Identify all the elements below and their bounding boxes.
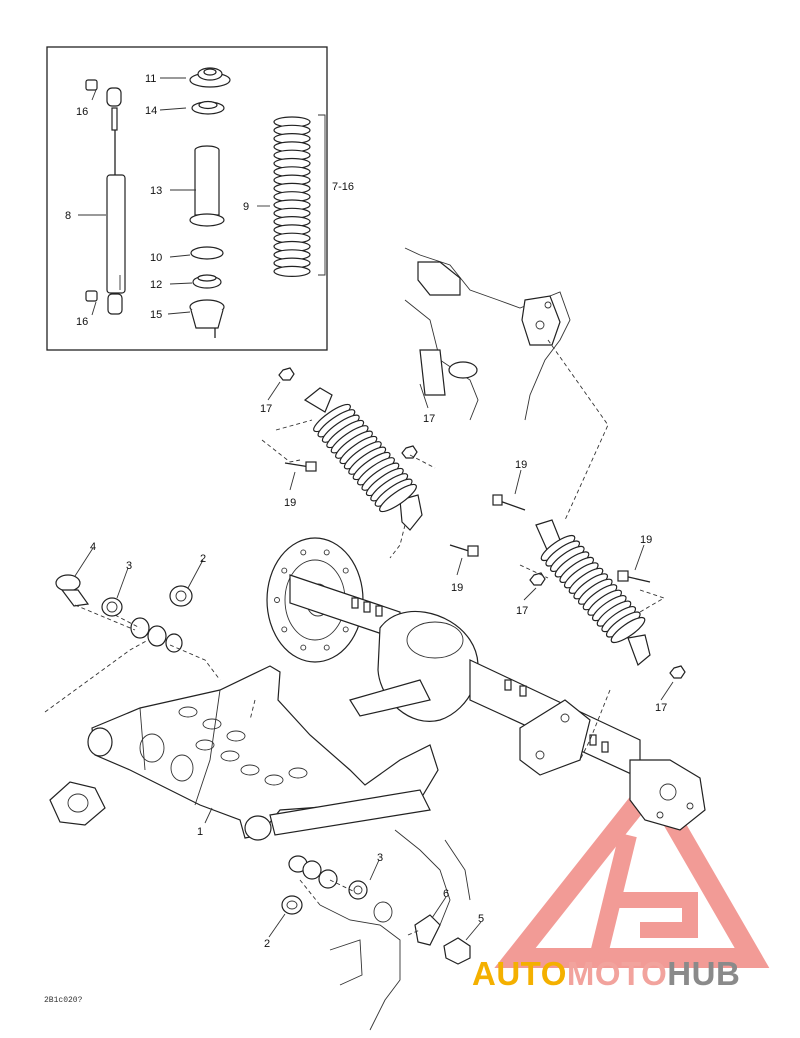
bolt-part: [617, 570, 651, 583]
callout-label: 19: [451, 582, 463, 594]
nut-part: [669, 665, 686, 679]
upper-shock-right: [535, 519, 651, 667]
bearing-stack: [130, 617, 183, 653]
callout-label: 14: [145, 105, 157, 117]
callout-label: 3: [377, 852, 383, 864]
callout-label: 2: [200, 553, 206, 565]
callout-label: 17: [423, 413, 435, 425]
callout-label: 8: [65, 210, 71, 222]
callout-label: 15: [150, 309, 162, 321]
callout-label: 11: [145, 73, 156, 85]
drive-coupler: [49, 781, 106, 826]
bearing-part: [169, 585, 193, 607]
bolt-part: [449, 544, 479, 557]
rear-axle: [289, 574, 641, 779]
watermark-part: MOTO: [566, 955, 668, 992]
callout-label: 17: [260, 403, 272, 415]
bolt-part: [492, 494, 526, 511]
bushing-part: [443, 937, 471, 965]
callout-label: 16: [76, 106, 88, 118]
spring-part: [273, 116, 311, 277]
washer-part: [190, 246, 224, 260]
callout-label: 17: [655, 702, 667, 714]
watermark-logo: [494, 767, 770, 968]
adjuster-part: [189, 299, 225, 338]
callout-label: 17: [516, 605, 528, 617]
exploded-inset: [46, 46, 328, 351]
callout-label: 5: [478, 913, 484, 925]
upper-shock-left: [303, 387, 423, 531]
callout-label: 6: [443, 888, 449, 900]
callout-label: 3: [126, 560, 132, 572]
callout-label: 16: [76, 316, 88, 328]
callout-label: 4: [90, 541, 96, 553]
bearing-part: [281, 895, 303, 915]
callout-label: 19: [284, 497, 296, 509]
callout-label: 13: [150, 185, 162, 197]
nut-part: [401, 445, 418, 459]
seal-part: [348, 880, 368, 900]
bolt-part: [284, 461, 317, 472]
seal-part: [101, 597, 123, 617]
collar-part: [192, 274, 222, 289]
drawing-code: 2B1c020?: [44, 996, 83, 1005]
callout-label: 19: [640, 534, 652, 546]
callout-label: 1: [197, 826, 203, 838]
callout-label: 9: [243, 201, 249, 213]
shock-absorber-part: [106, 87, 126, 315]
bushing-part: [85, 79, 98, 302]
watermark-text: AUTOMOTOHUB: [472, 955, 800, 993]
watermark-part: HUB: [667, 955, 741, 992]
callout-label: 19: [515, 459, 527, 471]
caliper-bracket: [519, 699, 591, 776]
callout-label: 12: [150, 279, 162, 291]
callout-label: 7-16: [332, 181, 354, 193]
bearing-stack: [288, 855, 338, 889]
inset-callouts: 11 14 16 13 8 9 7-16 10 12 16 15: [65, 73, 354, 328]
callout-label: 10: [150, 252, 162, 264]
ring-part: [191, 100, 225, 115]
callout-label: 2: [264, 938, 270, 950]
nut-part: [529, 572, 546, 586]
frame-section: [404, 247, 571, 421]
sprocket-hub: [629, 759, 706, 831]
spring-seat-part: [189, 67, 231, 88]
boot-part: [189, 145, 225, 227]
watermark-part: AUTO: [472, 955, 567, 992]
flange-bushing-part: [55, 574, 90, 607]
flange-bushing-part: [414, 914, 441, 946]
leader-lines: [74, 77, 674, 941]
swing-arm: [87, 665, 439, 841]
chassis-lower: [319, 829, 471, 1031]
main-callouts: 17 17 19 19 19 19 17 17 4 3 2 1 3 6 5 2: [90, 403, 667, 950]
guide-lines: [44, 339, 666, 936]
nut-part: [278, 367, 295, 381]
